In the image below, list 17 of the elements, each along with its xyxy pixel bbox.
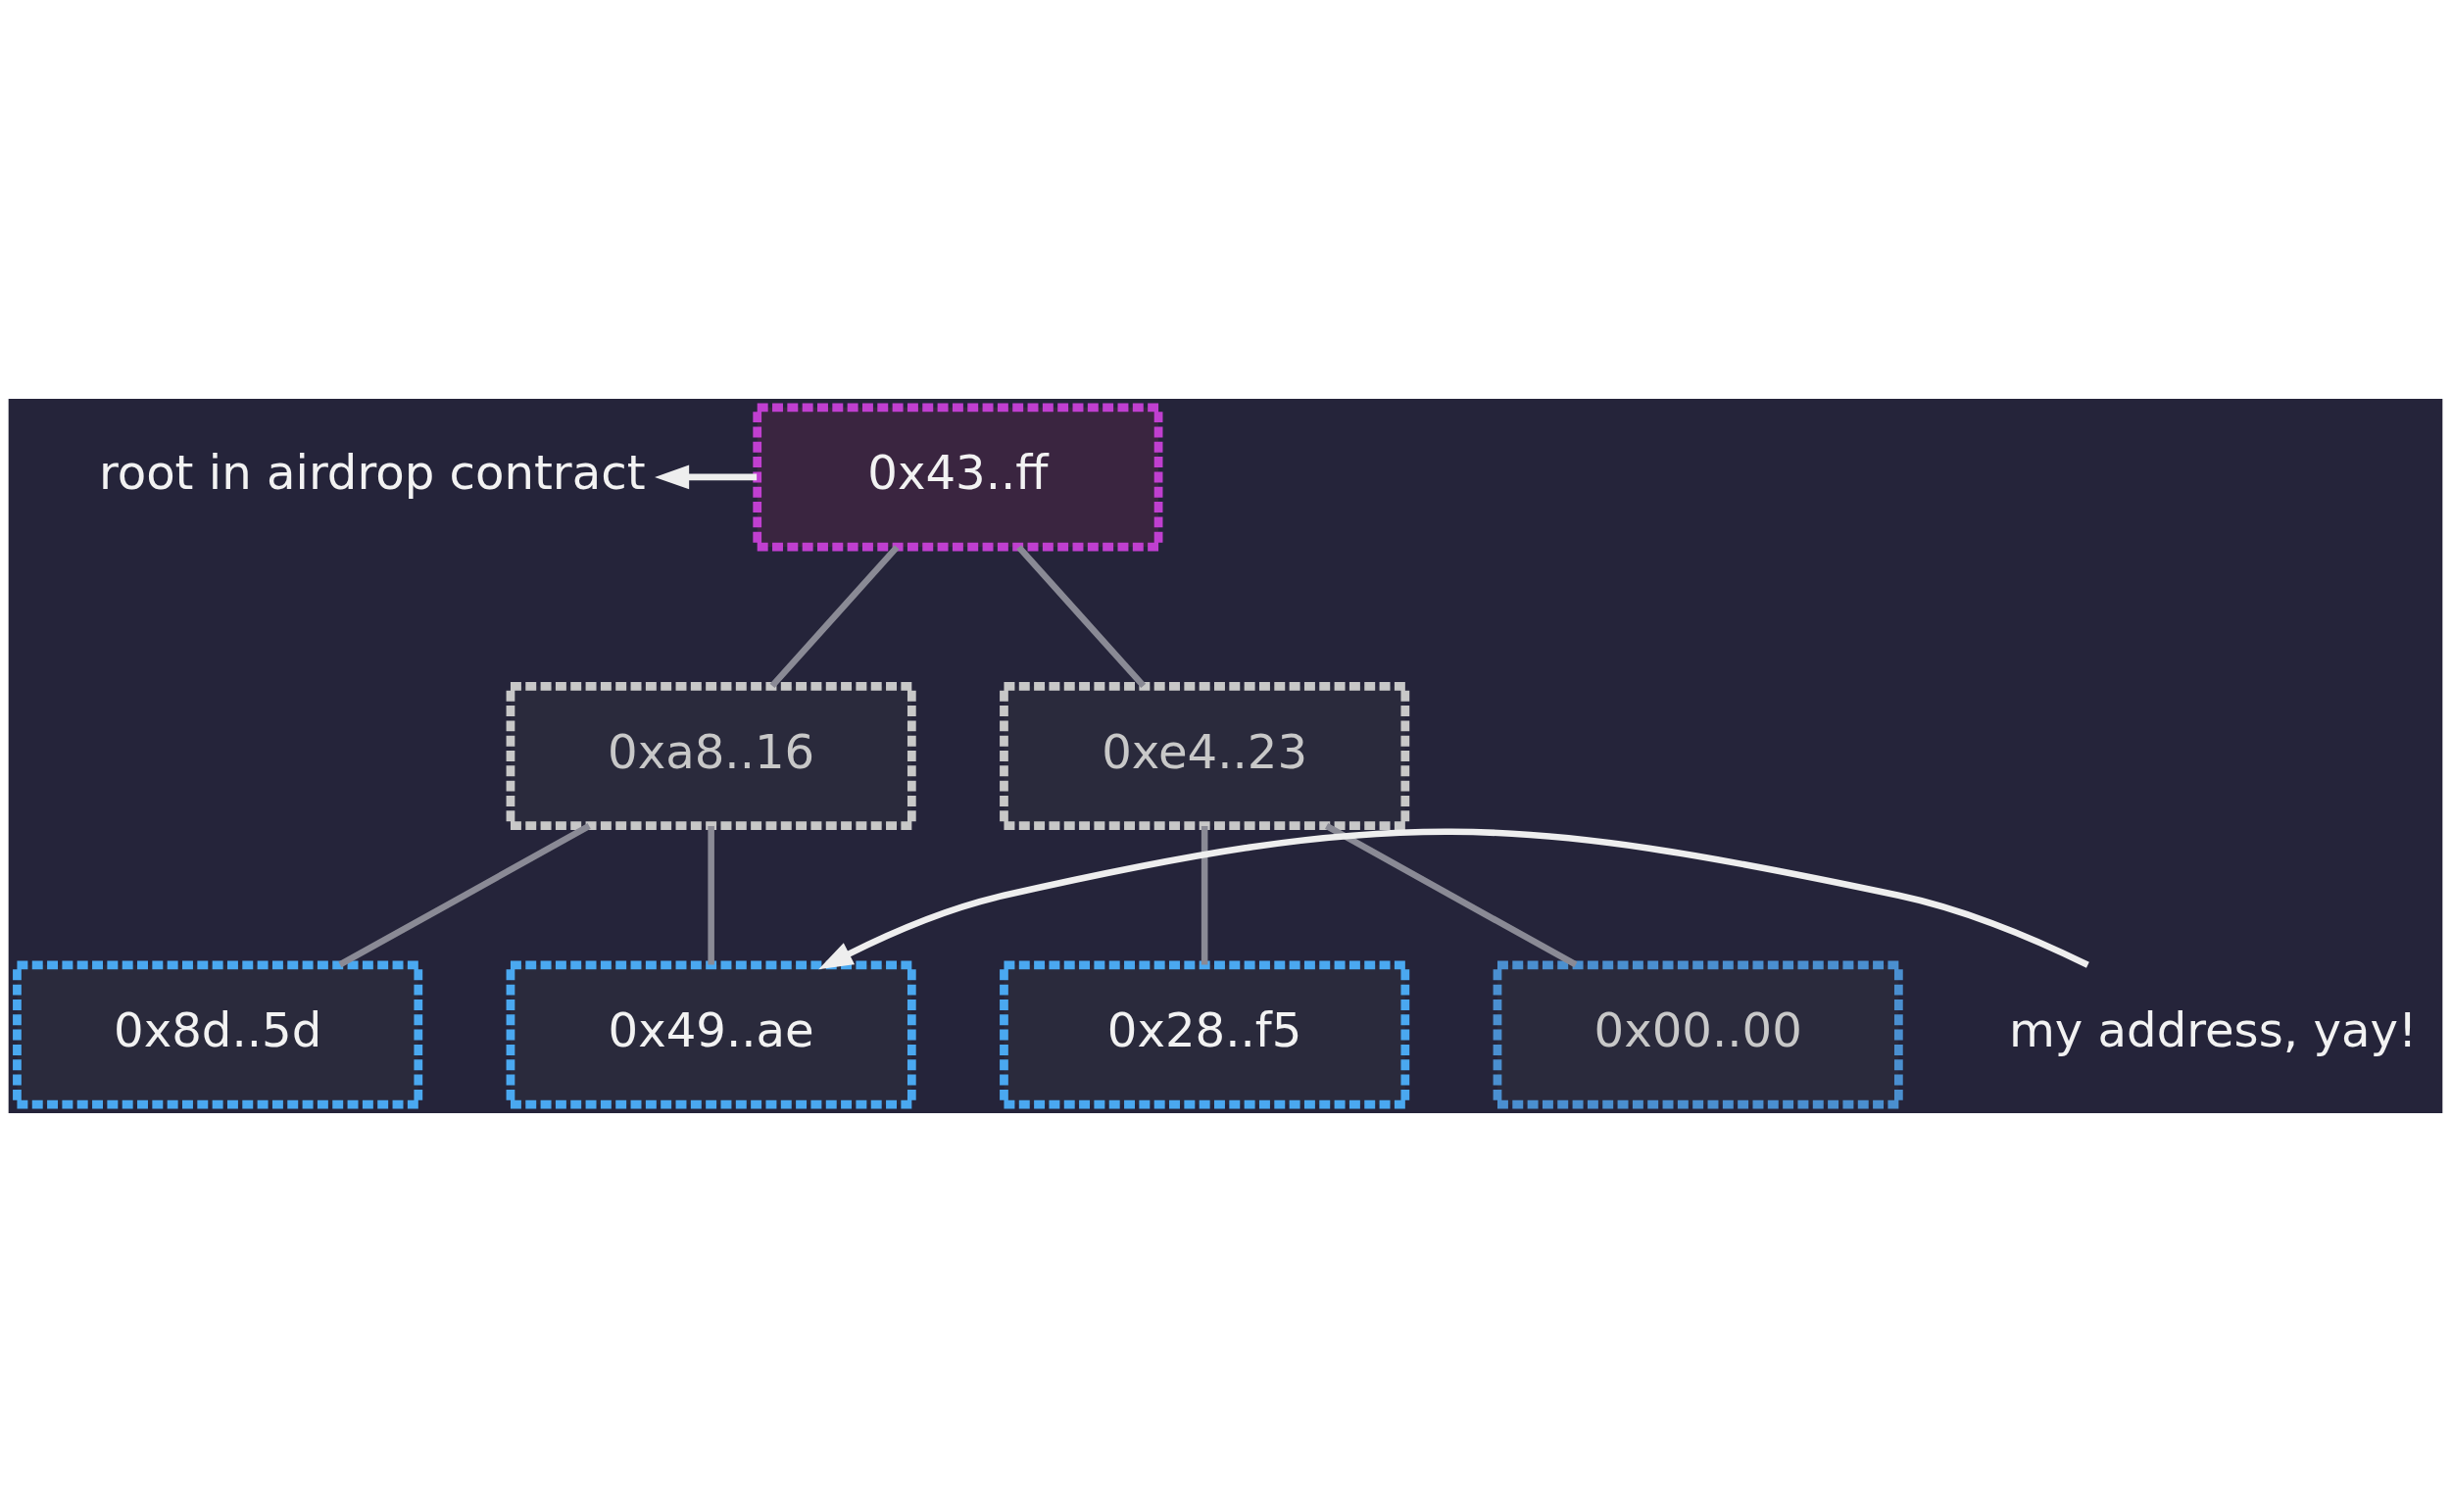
node-box: 0x28..f5 (1000, 960, 1410, 1109)
arrow (818, 828, 2089, 970)
node-box: 0xa8..16 (506, 681, 916, 831)
node-box: 0x49..ae (506, 960, 916, 1109)
node-box: 0xe4..23 (1000, 681, 1410, 831)
node-text: root in airdrop contract (98, 445, 646, 501)
node-box: 0x8d..5d (13, 960, 423, 1109)
arrow (655, 464, 758, 490)
connector (769, 545, 900, 689)
connector (708, 825, 714, 965)
connector (1016, 545, 1147, 689)
node-box: 0x43..ff (753, 403, 1163, 552)
connector (1325, 823, 1578, 968)
connector (1201, 825, 1208, 965)
node-text: my address, yay! (2008, 1002, 2418, 1058)
connector (338, 823, 591, 968)
node-box: 0x00..00 (1493, 960, 1903, 1109)
